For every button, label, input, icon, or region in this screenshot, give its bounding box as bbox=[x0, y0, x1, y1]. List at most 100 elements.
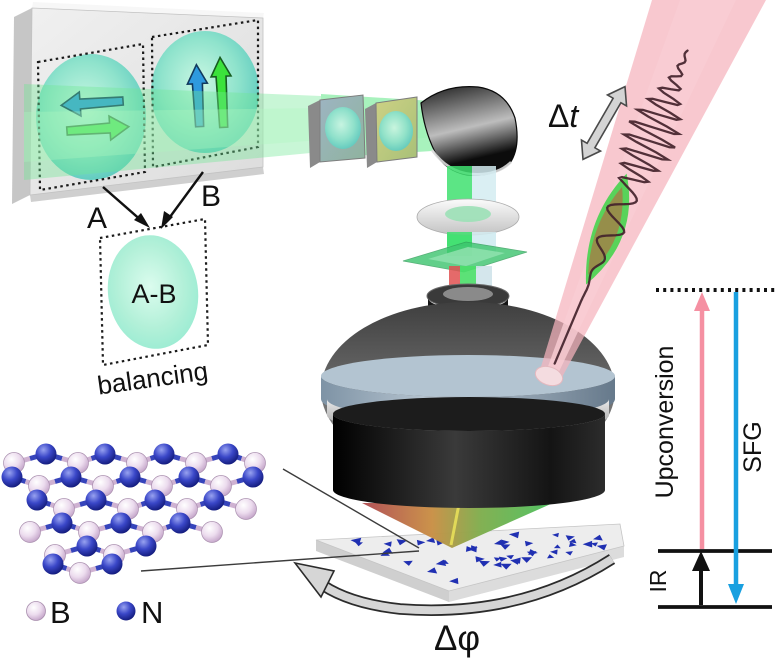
pink-beam-core bbox=[546, 0, 736, 378]
nitrogen-atom bbox=[94, 443, 116, 465]
hbn-flake-triangle bbox=[350, 537, 362, 545]
beam-entry-spot bbox=[534, 365, 564, 387]
hbn-flake-triangle bbox=[565, 535, 575, 541]
green-up-arrow-icon bbox=[209, 55, 233, 129]
hbn-flake-triangle bbox=[547, 554, 555, 559]
filter-2-side bbox=[365, 103, 377, 168]
hbn-flake-triangle bbox=[501, 539, 510, 546]
cone-body bbox=[362, 503, 553, 548]
arrow-b-head bbox=[161, 211, 173, 229]
detector-a-spot bbox=[36, 54, 146, 180]
double-arrow-shape bbox=[580, 85, 628, 161]
detector-a-dotted-frame bbox=[36, 42, 147, 192]
hbn-flake-triangle bbox=[435, 559, 447, 566]
panel-bottom-edge bbox=[30, 167, 264, 202]
lens-aperture bbox=[445, 206, 491, 222]
boron-atom bbox=[235, 498, 257, 520]
ir-arrow-head bbox=[692, 551, 710, 571]
hbn-flake-triangle bbox=[553, 544, 561, 549]
hbn-flake-triangle bbox=[479, 560, 490, 567]
boron-atom bbox=[201, 521, 223, 543]
nitrogen-atom bbox=[217, 443, 239, 465]
boron-legend-icon bbox=[26, 601, 46, 621]
beam-stripe-red bbox=[449, 266, 460, 296]
upconversion-arrow-head bbox=[694, 292, 710, 311]
hbn-flake-triangle bbox=[427, 567, 438, 574]
hbn-flake-triangle bbox=[508, 531, 520, 539]
dichroic-plate bbox=[402, 241, 528, 273]
parallel-polarization-arrows bbox=[186, 55, 233, 129]
vertical-beam-path bbox=[402, 166, 528, 296]
balancing-label: balancing bbox=[95, 355, 209, 400]
microscope-objective bbox=[321, 283, 615, 508]
hbn-flake-triangle bbox=[521, 557, 533, 563]
ir-pulse-wave bbox=[553, 49, 689, 365]
hbn-flake-triangle bbox=[449, 577, 459, 585]
hbn-flake-triangle bbox=[382, 547, 393, 554]
curved-mirror bbox=[420, 85, 518, 176]
nitrogen-atom bbox=[153, 443, 175, 465]
blue-left-arrow-icon bbox=[59, 90, 125, 118]
detector-b-spot bbox=[151, 31, 259, 153]
hbn-flake-triangle bbox=[593, 534, 603, 541]
rotation-arc bbox=[314, 555, 615, 615]
steel-band-top bbox=[321, 355, 615, 397]
filter-2-spot bbox=[379, 111, 413, 151]
filter-plate-2 bbox=[365, 96, 418, 168]
hbn-flake-triangle bbox=[568, 542, 577, 547]
upconversion-label: Upconversion bbox=[651, 346, 679, 499]
upconversion-beam bbox=[534, 0, 766, 387]
panel-side-face bbox=[12, 8, 32, 204]
delay-delta: Δ bbox=[548, 98, 569, 134]
rotation-annotation: Δφ bbox=[293, 554, 616, 658]
nitrogen-atom bbox=[101, 553, 123, 575]
arrow-b-line bbox=[166, 171, 204, 222]
delay-double-arrow-icon bbox=[580, 85, 628, 161]
hbn-flake-triangle bbox=[426, 537, 436, 543]
label-a: A bbox=[87, 202, 107, 235]
hbn-flake-triangle bbox=[493, 557, 502, 562]
hbn-flake-triangle bbox=[550, 549, 558, 555]
filter-1-side bbox=[308, 100, 320, 168]
hbn-flake-triangle bbox=[494, 539, 504, 546]
label-b: B bbox=[201, 180, 221, 213]
plate-front-right-side bbox=[449, 546, 624, 602]
nitrogen-atom bbox=[242, 466, 264, 488]
boron-atom bbox=[19, 521, 41, 543]
leader-line-1 bbox=[282, 468, 420, 549]
objective-port-inner bbox=[443, 287, 493, 301]
hbn-flake-triangle bbox=[498, 556, 508, 562]
filter-1-spot bbox=[325, 107, 361, 149]
nitrogen-atom bbox=[42, 553, 64, 575]
nitrogen-atom bbox=[110, 512, 132, 534]
nitrogen-atom bbox=[26, 489, 48, 511]
nitrogen-legend-icon bbox=[116, 601, 136, 621]
hbn-flakes bbox=[350, 531, 607, 585]
hbn-flake-triangle bbox=[568, 538, 577, 544]
nitrogen-atom bbox=[203, 489, 225, 511]
boron-legend-label: B bbox=[50, 595, 71, 630]
nitrogen-atom bbox=[76, 535, 98, 557]
dichroic-highlight bbox=[428, 247, 505, 266]
hbn-flake-triangle bbox=[403, 560, 413, 566]
sample-leader-lines bbox=[140, 468, 420, 572]
hbn-flake-triangle bbox=[383, 541, 392, 547]
sfg-label: SFG bbox=[739, 421, 767, 472]
hbn-flake-triangle bbox=[500, 563, 512, 570]
hbn-flake-triangle bbox=[524, 540, 534, 547]
nitrogen-atom bbox=[144, 489, 166, 511]
hbn-flake-triangle bbox=[416, 539, 426, 546]
lens bbox=[416, 198, 520, 236]
black-cylinder-top bbox=[333, 397, 605, 431]
rotation-arrow-head bbox=[293, 561, 336, 599]
ir-label: IR bbox=[645, 570, 671, 593]
delay-t: t bbox=[569, 98, 579, 134]
filter-plate-1 bbox=[308, 94, 366, 168]
rotation-label: Δφ bbox=[434, 619, 480, 658]
hbn-flake-triangle bbox=[552, 532, 559, 538]
hbn-flake-triangle bbox=[596, 544, 607, 551]
hbn-flake-triangle bbox=[511, 557, 521, 564]
nitrogen-atom bbox=[51, 512, 73, 534]
nitrogen-atom bbox=[135, 535, 157, 557]
